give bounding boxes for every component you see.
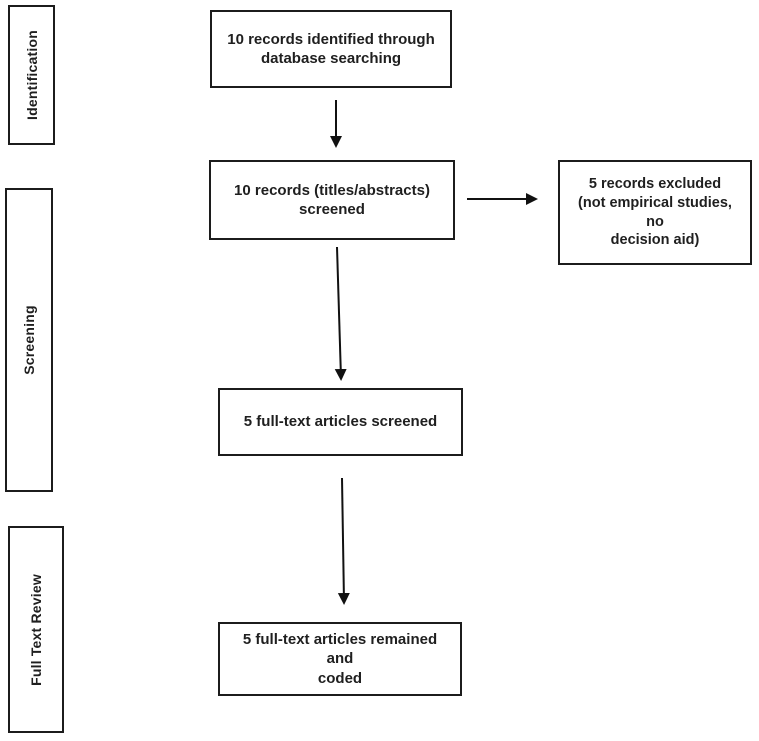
node-records-excluded: 5 records excluded (not empirical studie… bbox=[558, 160, 752, 265]
stage-label-text: Full Text Review bbox=[28, 573, 45, 686]
node-records-identified-text: 10 records identified through database s… bbox=[227, 30, 435, 68]
arrow-fulltext-screened-to-remained bbox=[337, 477, 350, 605]
node-fulltext-articles-screened: 5 full-text articles screened bbox=[218, 388, 463, 456]
node-titles-abstracts-screened: 10 records (titles/abstracts) screened bbox=[209, 160, 455, 240]
stage-label-text: Identification bbox=[23, 30, 40, 120]
node-fulltext-articles-remained: 5 full-text articles remained and coded bbox=[218, 622, 462, 696]
node-fulltext-articles-remained-text: 5 full-text articles remained and coded bbox=[242, 630, 438, 687]
stage-label-screening: Screening bbox=[5, 188, 53, 492]
stage-label-full-text-review: Full Text Review bbox=[8, 526, 64, 733]
node-titles-abstracts-screened-text: 10 records (titles/abstracts) screened bbox=[234, 181, 430, 219]
stage-label-identification: Identification bbox=[8, 5, 55, 145]
node-records-identified: 10 records identified through database s… bbox=[210, 10, 452, 88]
stage-label-text: Screening bbox=[21, 305, 37, 375]
arrow-title-screened-to-fulltext-screened bbox=[334, 246, 347, 381]
node-fulltext-articles-screened-text: 5 full-text articles screened bbox=[243, 413, 438, 431]
node-records-excluded-text: 5 records excluded (not empirical studie… bbox=[578, 175, 732, 249]
